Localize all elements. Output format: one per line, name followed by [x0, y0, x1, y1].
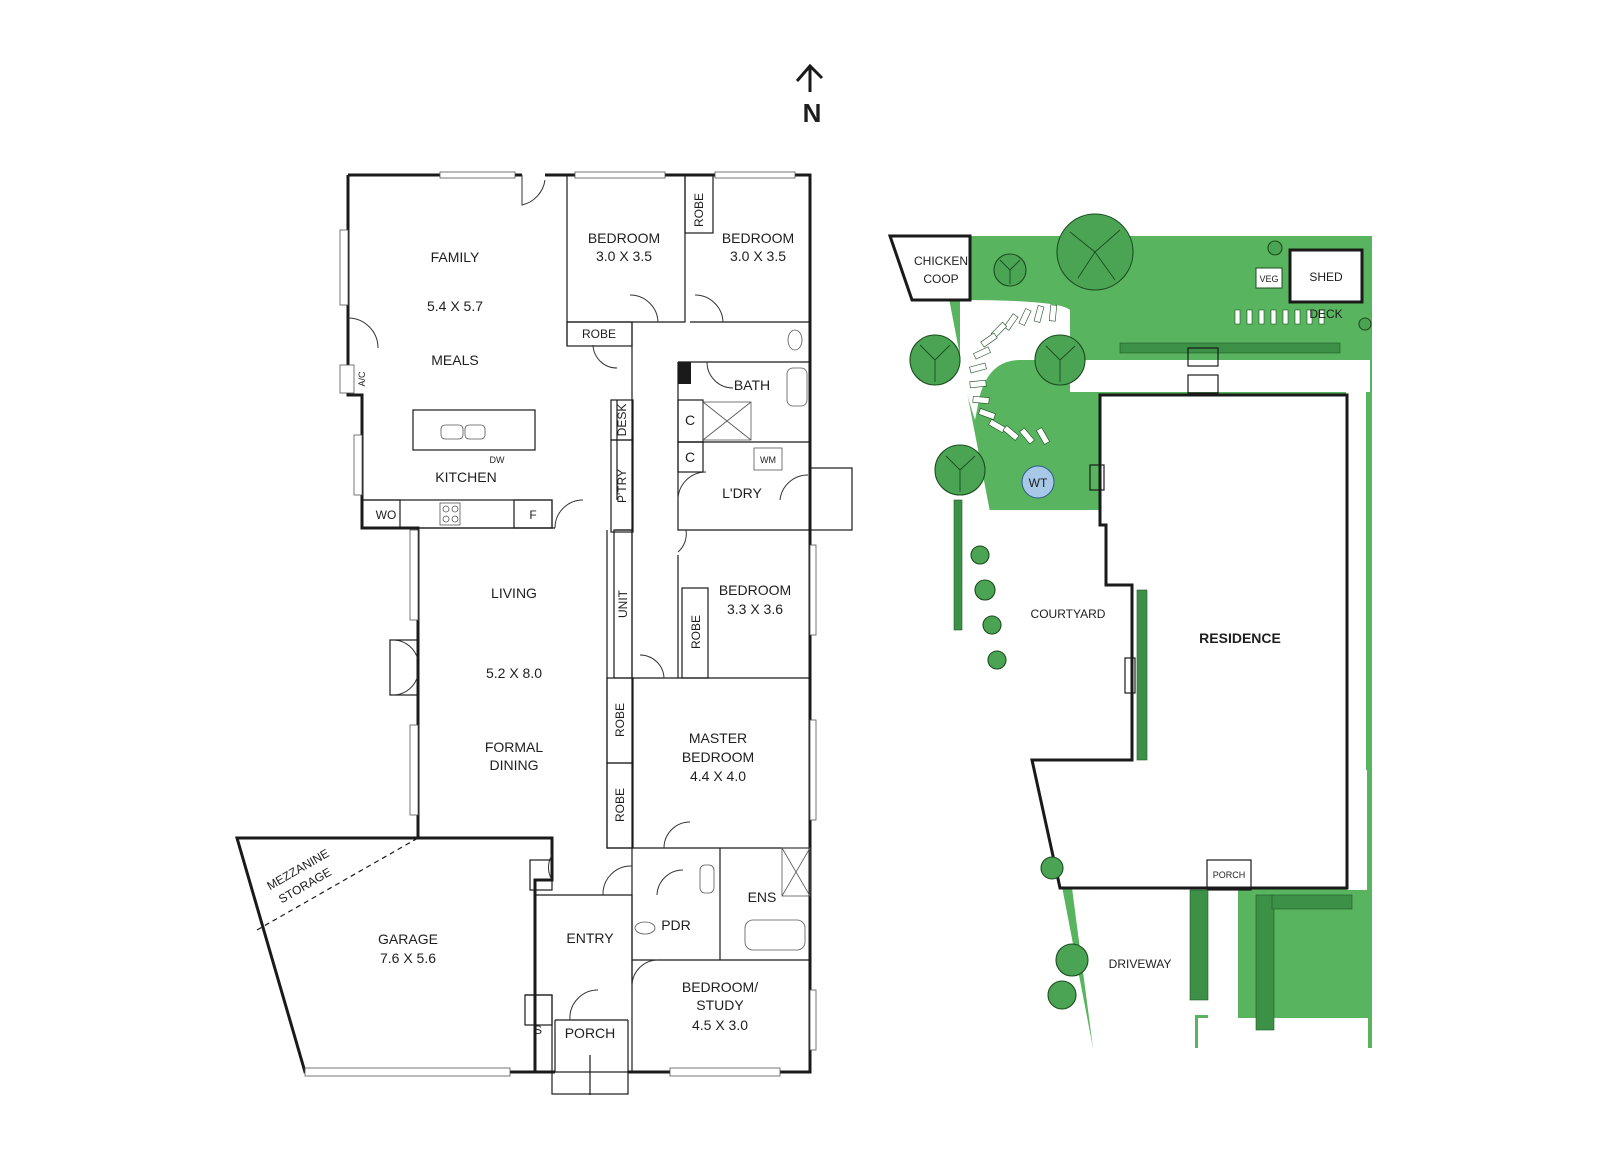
- room-bedroom-ne-name: BEDROOM: [722, 230, 794, 246]
- tree-icon: [909, 213, 1372, 1010]
- fixture-wo: WO: [376, 508, 397, 522]
- room-master-name-1: MASTER: [689, 730, 747, 746]
- site-courtyard: COURTYARD: [1031, 607, 1106, 621]
- room-meals-name: MEALS: [431, 352, 478, 368]
- fixture-ac: A/C: [357, 371, 367, 387]
- floor-plan: FAMILY 5.4 X 5.7 MEALS KITCHEN BEDROOM 3…: [235, 171, 853, 1095]
- fixture-robe-top: ROBE: [582, 327, 616, 341]
- room-study-name-2: STUDY: [696, 997, 744, 1013]
- room-family-dims: 5.4 X 5.7: [427, 298, 483, 314]
- room-kitchen-name: KITCHEN: [435, 469, 496, 485]
- room-bedroom-mid-dims: 3.3 X 3.6: [727, 601, 783, 617]
- room-powder-name: PDR: [661, 917, 691, 933]
- room-formal-name-1: FORMAL: [485, 739, 544, 755]
- room-study-name-1: BEDROOM/: [682, 979, 758, 995]
- fixture-robe-master-2: ROBE: [613, 788, 627, 822]
- fixture-wm: WM: [760, 455, 776, 465]
- room-master-dims: 4.4 X 4.0: [690, 768, 746, 784]
- room-garage-name: GARAGE: [378, 931, 438, 947]
- room-master-name-2: BEDROOM: [682, 749, 754, 765]
- site-residence: RESIDENCE: [1199, 630, 1281, 646]
- room-bedroom-mid-name: BEDROOM: [719, 582, 791, 598]
- room-living-dims: 5.2 X 8.0: [486, 665, 542, 681]
- fixture-storage: S: [534, 1023, 542, 1037]
- site-veg: VEG: [1259, 274, 1278, 284]
- fixture-unit: UNIT: [616, 589, 630, 618]
- room-laundry-name: L'DRY: [722, 485, 762, 501]
- fixture-fridge: F: [529, 508, 536, 522]
- site-deck: DECK: [1309, 307, 1342, 321]
- room-family-name: FAMILY: [431, 249, 480, 265]
- compass-label: N: [803, 98, 822, 128]
- fixture-cupboard-2: C: [685, 449, 695, 465]
- room-bedroom-nw-name: BEDROOM: [588, 230, 660, 246]
- room-garage-dims: 7.6 X 5.6: [380, 950, 436, 966]
- site-chicken-coop-line1: CHICKEN: [914, 254, 968, 268]
- fixture-robe-master-1: ROBE: [613, 703, 627, 737]
- site-water-tank: WT: [1029, 476, 1048, 490]
- fixture-dw: DW: [490, 455, 505, 465]
- site-driveway: DRIVEWAY: [1109, 957, 1172, 971]
- fixture-pantry: P'TRY: [615, 469, 629, 503]
- room-study-dims: 4.5 X 3.0: [692, 1017, 748, 1033]
- room-ensuite-name: ENS: [748, 889, 777, 905]
- room-bath-name: BATH: [734, 377, 770, 393]
- fixture-robe-ne: ROBE: [692, 193, 706, 227]
- room-bedroom-ne-dims: 3.0 X 3.5: [730, 248, 786, 264]
- room-living-name: LIVING: [491, 585, 537, 601]
- site-chicken-coop-line2: COOP: [923, 272, 958, 286]
- site-shed: SHED: [1309, 270, 1343, 284]
- site-plan: CHICKEN COOP SHED VEG DECK WT COURTYARD …: [887, 213, 1372, 1048]
- north-arrow-icon: [795, 63, 824, 92]
- fixture-robe-mid: ROBE: [689, 615, 703, 649]
- room-bedroom-nw-dims: 3.0 X 3.5: [596, 248, 652, 264]
- room-formal-name-2: DINING: [490, 757, 539, 773]
- site-porch: PORCH: [1213, 870, 1246, 880]
- room-porch-name: PORCH: [565, 1025, 616, 1041]
- fixture-desk: DESK: [615, 404, 629, 437]
- room-entry-name: ENTRY: [566, 930, 614, 946]
- fixture-cupboard-1: C: [685, 412, 695, 428]
